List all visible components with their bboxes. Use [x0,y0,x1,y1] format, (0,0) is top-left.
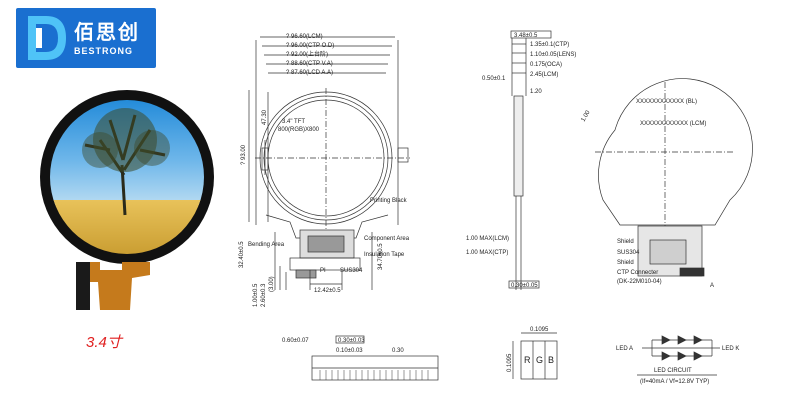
side-dim-oca: 0.175(OCA) [530,62,562,68]
bending-label: Bending Area [248,242,285,248]
component-label: Component Area [364,236,410,242]
dim-lcd-aa: ? 87.60(LCD A.A) [286,70,333,76]
side-dim-ctp: 1.35±0.1(CTP) [530,42,569,48]
product-photo [40,90,214,310]
brand-logo: 佰思创 BESTRONG [16,8,156,68]
shield-label-1: Shield [617,239,634,245]
conn-pitch: 0.60±0.07 [282,338,309,344]
pixel-b: B [548,355,554,365]
pixel-height: 0.1095 [507,353,513,372]
side-mid-dim: 1.20 [530,89,542,95]
left-dim-1: 32.40±0.5 [239,241,245,268]
dim-lcm: ? 96.60(LCM) [286,34,323,40]
side-max-lcm: 1.00 MAX(LCM) [466,236,509,242]
conn-sub: 0.10±0.03 [336,348,363,354]
led-a-label: LED A [616,346,633,352]
printing-label: Printing Black [370,198,408,204]
side-view-drawing [508,30,552,290]
ctp-connecter-label: CTP Connecter [617,270,658,276]
side-dim-lens: 1.10±0.05(LENS) [530,52,576,58]
conn-right: 0.30 [392,348,404,354]
logo-sub-text: BESTRONG [74,46,134,56]
back-bl-label: XXXXXXXXXXXX (BL) [636,99,697,105]
logo-mark-icon [28,16,66,60]
side-dim-lcm: 2.45(LCM) [530,72,558,78]
side-bottom-box: 0.30±0.05 [511,283,538,289]
led-circuit [637,335,720,376]
pixel-g: G [536,355,543,365]
pixel-detail [512,332,558,380]
fpc-width: 12.42±0.5 [314,288,341,294]
pixel-r: R [524,355,531,365]
dim-ctp-va: ? 88.60(CTP V.A) [286,61,333,67]
dim-step: ? 92.00(上台阶) [286,50,328,58]
led-k-label: LED K [722,346,739,352]
left-dim-4: (3.00) [269,276,275,292]
dim-height: 47.30 [262,109,268,125]
back-sus-label: SUS304 [617,250,640,256]
sus-label: SUS304 [340,268,363,274]
side-max-ctp: 1.00 MAX(CTP) [466,250,508,256]
left-dim-3: 2.60±0.3 [261,283,267,307]
right-dim: 34.70±0.5 [378,243,384,270]
conn-box: 0.30±0.03 [338,338,365,344]
led-spec: (If=40mA / Vf=12.8V TYP) [640,379,709,385]
dim-ctp-od: ? 96.00(CTP O.D) [286,43,334,49]
back-angle: 1.00 [581,109,592,123]
pi-label: PI [320,268,326,274]
back-view-drawing [595,78,753,277]
left-dim-2: 1.00±0.5 [253,283,259,307]
connector-detail [311,335,439,381]
shield-label-2: Shield [617,260,634,266]
front-view-drawing [248,36,410,290]
panel-label-2: 800(RGB)X800 [278,127,320,133]
side-left-dim: 0.50±0.1 [482,76,506,82]
insulation-label: Insulation Tape [364,252,405,258]
panel-label-1: 3.4" TFT [282,119,305,125]
ctp-part-label: (DK-22M010-04) [617,279,662,285]
side-top-box: 3.48±0.5 [514,33,538,39]
logo-brand-text: 佰思创 [74,20,140,44]
marker-a: A [710,283,714,289]
dim-side: ? 93.00 [241,144,247,165]
size-caption: 3.4寸 [86,334,122,351]
back-lcm-label: XXXXXXXXXXXX (LCM) [640,121,706,127]
led-title: LED CIRCUIT [654,368,692,374]
pixel-width: 0.1095 [530,327,549,333]
